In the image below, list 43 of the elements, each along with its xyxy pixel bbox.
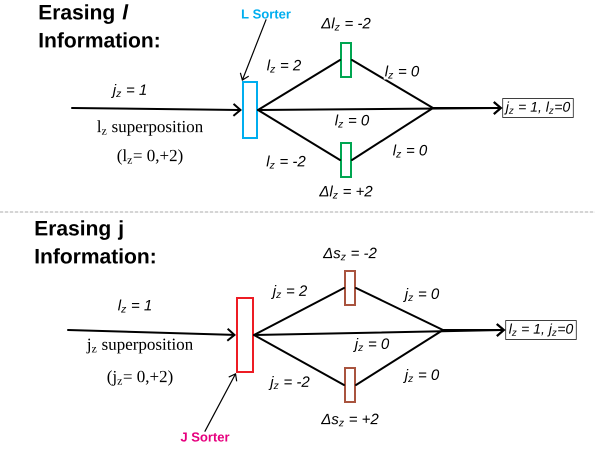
edge-label: j$_{z}$ = 0: [403, 288, 440, 302]
edge-label: j$_{z}$ = 0: [353, 338, 390, 352]
edge-label: l$_{z}$ = 0: [334, 114, 370, 128]
shift-label: Δl$_{z}$ = +2: [319, 185, 372, 198]
shift-label: Δs$_{z}$ = -2: [322, 248, 377, 260]
sorter-label: L Sorter: [242, 9, 291, 19]
edge-label: j$_{z}$ = 2: [271, 285, 308, 299]
edge-label: j$_{z}$ = 1: [111, 84, 146, 98]
beam-label: (j$_{z}$= 0,+2): [108, 370, 172, 386]
sorter-box: [236, 297, 254, 373]
edge-label: l$_{z}$ = -2: [266, 155, 306, 168]
edge-label: j$_{z}$ = 0: [403, 369, 440, 383]
edge-label: l$_{z}$ = 1: [118, 299, 151, 312]
edge-label: j$_{z}$ = -2: [268, 376, 310, 390]
beam-line: [253, 323, 506, 337]
beam-label: j$_{z}$ superposition: [86, 338, 193, 354]
result-box: l$_{z}$ = 1, j$_{z}$=0: [505, 320, 577, 340]
beam-label: (l$_{z}$= 0,+2): [118, 149, 182, 165]
beam-line: [67, 328, 236, 342]
beam-label: l$_{z}$ superposition: [97, 120, 203, 136]
result-box: j$_{z}$ = 1, l$_{z}$=0: [502, 98, 574, 118]
sorter-box: [242, 81, 258, 139]
beam-line: [351, 101, 502, 161]
shift-label: Δs$_{z}$ = +2: [320, 414, 379, 426]
beam-line: [257, 109, 341, 161]
panel-heading: Erasing j Information:: [36, 220, 155, 264]
beam-line: [253, 287, 345, 336]
phase-plate-box: [344, 270, 356, 306]
beam-line: [355, 323, 506, 386]
edge-label: l$_{z}$ = 0: [392, 144, 428, 158]
sorter-label: J Sorter: [180, 432, 230, 442]
panel-heading: Erasing l Information:: [40, 4, 159, 48]
beam-line: [253, 334, 345, 386]
phase-plate-box: [344, 367, 356, 403]
leader-arrow: [204, 373, 238, 432]
leader-arrow: [240, 19, 267, 81]
shift-label: Δl$_{z}$ = -2: [320, 17, 371, 31]
edge-label: l$_{z}$ = 0: [384, 65, 420, 79]
beam-line: [71, 103, 242, 117]
phase-plate-box: [340, 42, 352, 78]
beam-line: [257, 59, 341, 111]
edge-label: l$_{z}$ = 2: [266, 59, 302, 73]
phase-plate-box: [340, 142, 352, 178]
